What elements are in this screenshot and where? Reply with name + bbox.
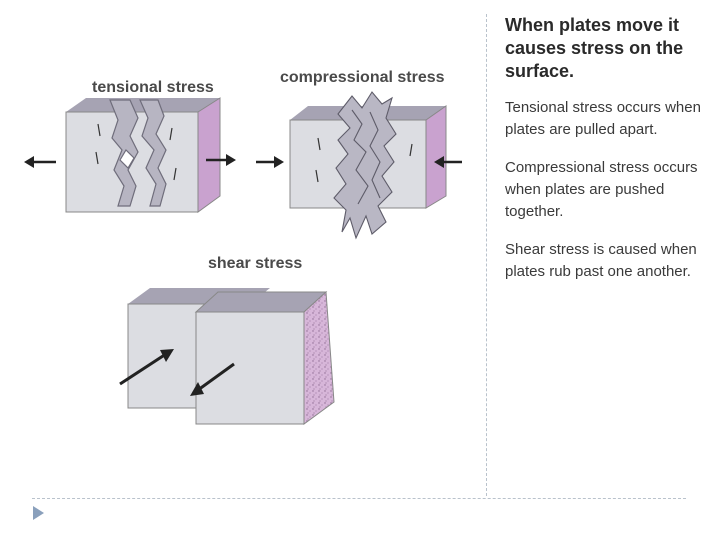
compressional-label: compressional stress <box>280 69 445 86</box>
text-column: When plates move it causes stress on the… <box>505 14 705 299</box>
compressional-ticks <box>315 137 413 183</box>
tensional-left-arrow <box>24 156 56 168</box>
horizontal-divider <box>32 498 686 499</box>
tensional-text: Tensional stress occurs when plates are … <box>505 99 701 138</box>
compressional-right-arrow <box>434 156 462 168</box>
tensional-side-face <box>197 97 221 213</box>
compressional-left-arrow <box>256 156 284 168</box>
play-arrow-icon[interactable] <box>33 506 44 520</box>
tensional-block: tensional stress <box>24 79 236 213</box>
compressional-side-face <box>425 105 447 209</box>
stress-diagram: tensional stress <box>24 69 462 425</box>
tensional-label: tensional stress <box>92 79 214 96</box>
shear-label: shear stress <box>208 255 302 272</box>
vertical-divider <box>486 14 487 496</box>
compressional-block: compressional stress <box>256 69 462 240</box>
shear-down-arrow <box>190 362 235 396</box>
compressional-crumple <box>333 91 397 240</box>
compressional-text: Compressional stress occurs when plates … <box>505 159 698 220</box>
slide-heading: When plates move it causes stress on the… <box>505 15 684 81</box>
tensional-ticks <box>95 123 177 181</box>
shear-block: shear stress <box>119 255 335 425</box>
shear-up-arrow <box>119 349 174 386</box>
shear-front-top <box>194 291 328 313</box>
shear-front-face <box>195 311 305 425</box>
tensional-right-arrow <box>206 154 236 166</box>
shear-text: Shear stress is caused when plates rub p… <box>505 241 697 280</box>
tensional-cracks <box>109 99 167 207</box>
shear-side-face <box>303 290 335 425</box>
